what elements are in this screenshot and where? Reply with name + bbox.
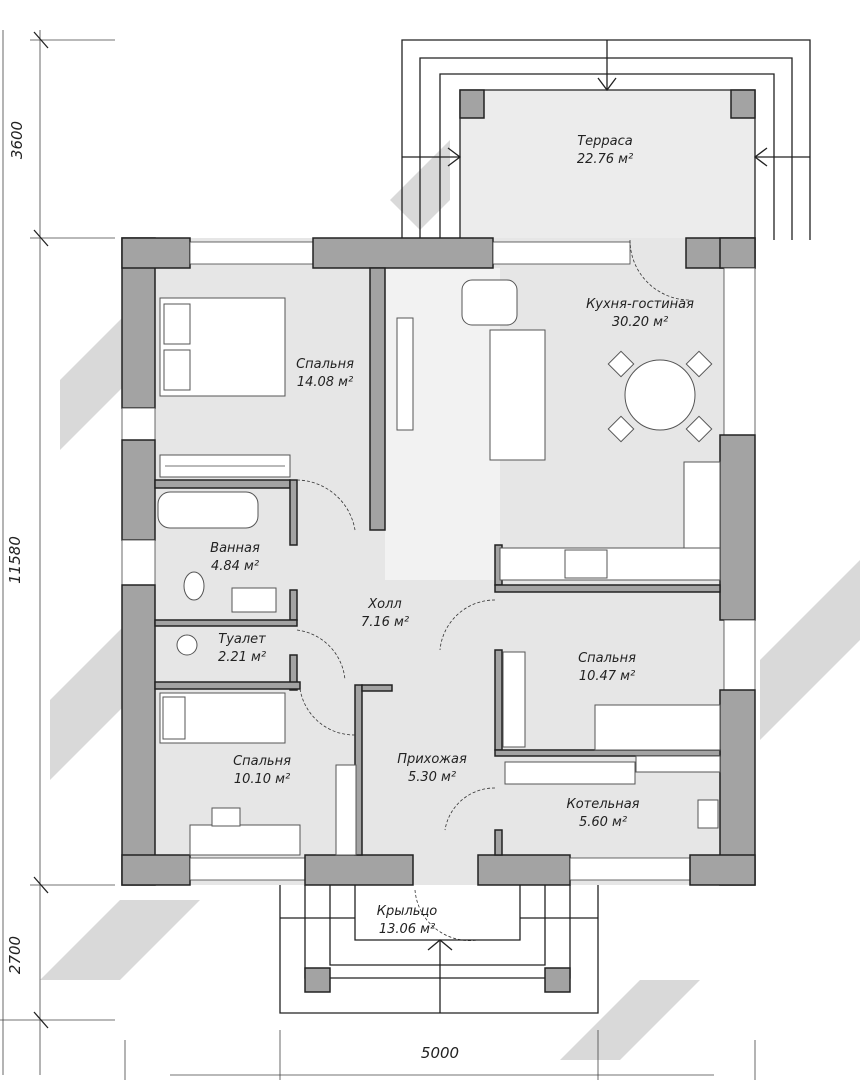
toilet-icon bbox=[183, 571, 205, 601]
wardrobe-icon bbox=[502, 651, 526, 748]
room-area: 14.08 м² bbox=[297, 375, 353, 390]
sink-icon bbox=[231, 587, 277, 613]
toilet-icon bbox=[176, 634, 198, 656]
terrace bbox=[401, 39, 811, 240]
boiler-icon bbox=[635, 755, 721, 773]
dimension-porch-depth: 2700 bbox=[6, 936, 24, 974]
room-area: 10.47 м² bbox=[579, 669, 635, 684]
room-name: Котельная bbox=[566, 797, 639, 812]
room-name: Холл bbox=[367, 597, 401, 612]
room-area: 13.06 м² bbox=[379, 922, 435, 937]
armchair-icon bbox=[461, 279, 518, 326]
room-labels: Терраса 22.76 м² Кухня-гостиная 30.20 м²… bbox=[210, 134, 694, 937]
kitchen-sink-icon bbox=[683, 461, 721, 549]
bed-icon bbox=[594, 704, 721, 751]
tv-unit-icon bbox=[396, 317, 414, 431]
room-name: Туалет bbox=[218, 632, 266, 647]
room-area: 5.60 м² bbox=[579, 815, 627, 830]
wardrobe-icon bbox=[335, 764, 357, 856]
room-area: 4.84 м² bbox=[211, 559, 259, 574]
sofa-icon bbox=[489, 329, 546, 461]
room-area: 7.16 м² bbox=[361, 615, 409, 630]
room-area: 30.20 м² bbox=[612, 315, 668, 330]
dimension-terrace: 3600 bbox=[8, 121, 26, 159]
room-area: 5.30 м² bbox=[408, 770, 456, 785]
room-area: 10.10 м² bbox=[234, 772, 290, 787]
doors bbox=[296, 239, 691, 941]
wardrobe-icon bbox=[504, 761, 636, 785]
dimension-house: 11580 bbox=[6, 536, 24, 584]
dimension-lines bbox=[0, 30, 756, 1080]
desk-icon bbox=[189, 824, 301, 856]
boiler-icon bbox=[697, 799, 719, 829]
room-name: Кухня-гостиная bbox=[586, 297, 694, 312]
room-name: Спальня bbox=[296, 357, 354, 372]
furniture bbox=[157, 279, 721, 856]
room-name: Спальня bbox=[578, 651, 636, 666]
dining-table-icon bbox=[624, 359, 696, 431]
porch bbox=[279, 885, 599, 1014]
walls bbox=[121, 237, 756, 886]
stove-icon bbox=[564, 549, 608, 579]
bathtub-icon bbox=[157, 491, 259, 529]
room-name: Терраса bbox=[577, 134, 633, 149]
room-name: Прихожая bbox=[397, 752, 467, 767]
room-area: 2.21 м² bbox=[218, 650, 266, 665]
dimension-porch-width: 5000 bbox=[421, 1044, 459, 1062]
kitchen-counter-icon bbox=[499, 547, 721, 581]
room-name: Крыльцо bbox=[377, 904, 438, 919]
room-area: 22.76 м² bbox=[577, 152, 633, 167]
room-name: Спальня bbox=[233, 754, 291, 769]
room-name: Ванная bbox=[210, 541, 260, 556]
